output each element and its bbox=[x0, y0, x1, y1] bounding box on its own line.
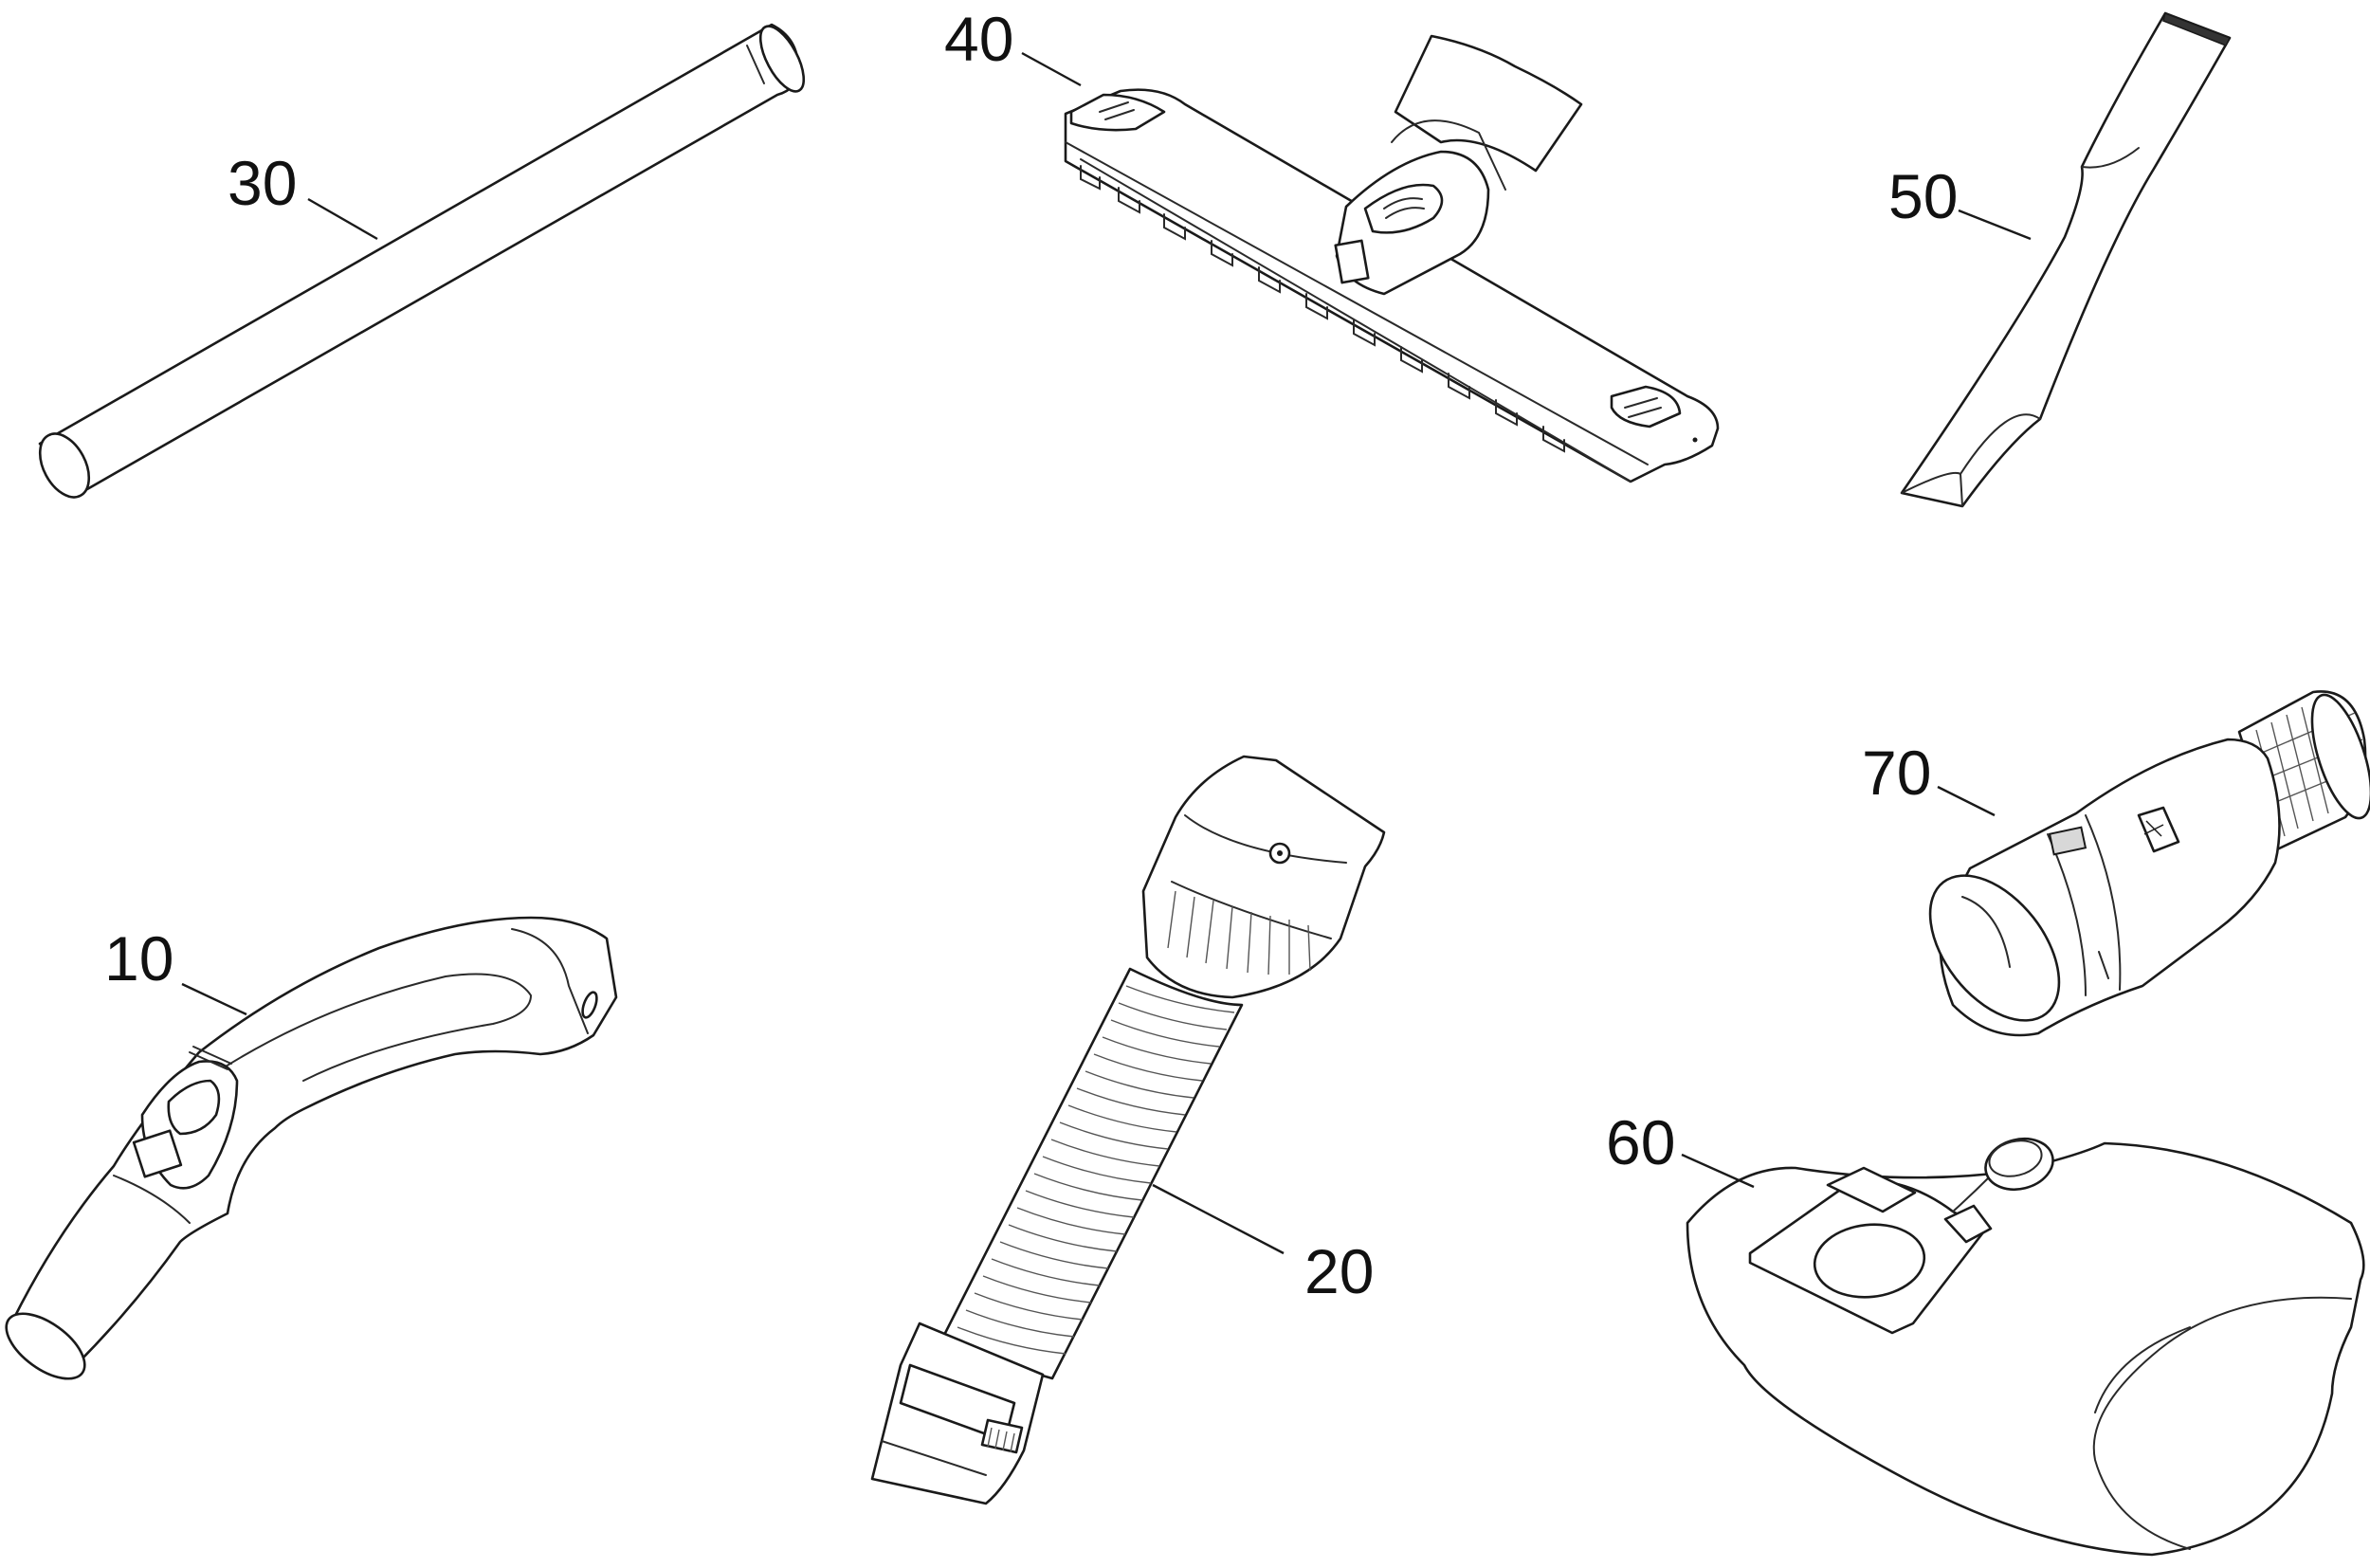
floor-nozzle bbox=[1064, 34, 1720, 483]
leader-20 bbox=[1152, 1183, 1285, 1255]
suction-tube bbox=[38, 23, 806, 499]
hose-ribs bbox=[957, 985, 1235, 1355]
leader-30 bbox=[307, 197, 378, 241]
callout-40: 40 bbox=[944, 4, 1013, 74]
callout-60: 60 bbox=[1606, 1107, 1675, 1177]
callout-50: 50 bbox=[1888, 161, 1958, 231]
callout-20: 20 bbox=[1304, 1236, 1374, 1306]
crevice-nozzle bbox=[1900, 11, 2232, 508]
callout-10: 10 bbox=[104, 923, 173, 994]
leader-40 bbox=[1021, 51, 1082, 87]
nozzle-teeth bbox=[1080, 165, 1565, 453]
filter-bag bbox=[1686, 1138, 2365, 1557]
leader-10 bbox=[181, 982, 247, 1016]
suction-hose bbox=[870, 755, 1386, 1505]
leader-50 bbox=[1958, 209, 2032, 241]
leader-60 bbox=[1681, 1153, 1755, 1189]
hose-handle bbox=[5, 916, 618, 1380]
adapter bbox=[1928, 690, 2370, 1037]
callout-30: 30 bbox=[228, 148, 297, 218]
leader-70 bbox=[1937, 785, 1996, 817]
callout-70: 70 bbox=[1862, 738, 1931, 808]
